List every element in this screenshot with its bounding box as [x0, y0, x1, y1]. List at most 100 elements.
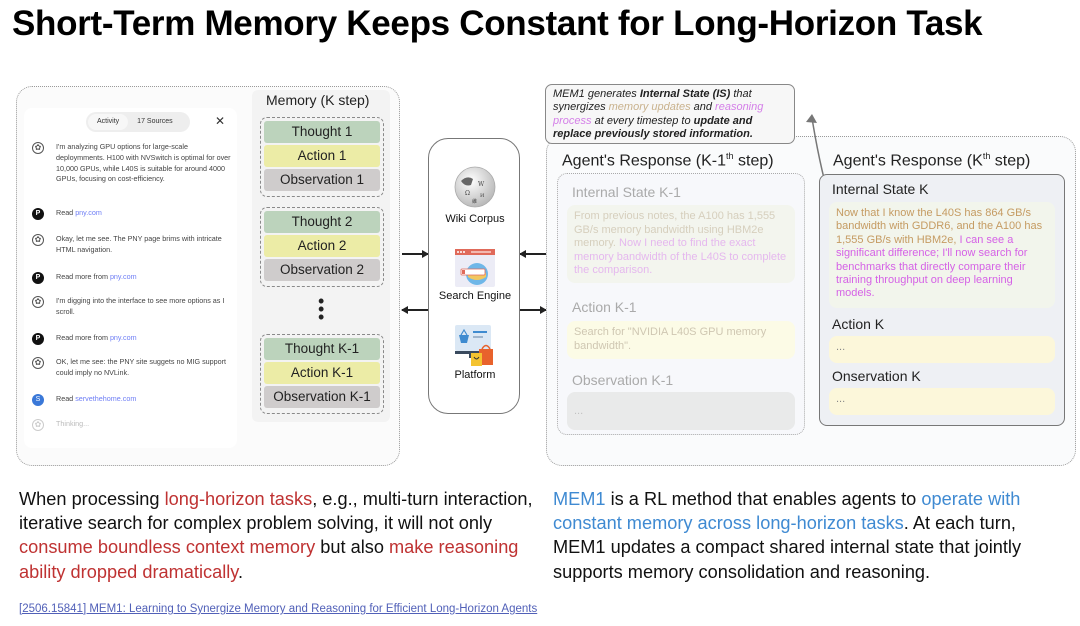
source-link[interactable]: servethehome.com — [75, 394, 137, 403]
text: , e.g., multi-turn interaction, iterativ… — [19, 489, 533, 534]
thinking-text: Thinking... — [56, 419, 90, 428]
reasoning-text: Now I need to find the exact memory band… — [574, 237, 787, 276]
chatgpt-icon: ✿ — [32, 296, 44, 308]
internal-state-k-1-label: Internal State K-1 — [572, 184, 681, 200]
observation-cell: Observation 2 — [264, 259, 380, 281]
tab-activity[interactable]: Activity — [88, 114, 129, 130]
heading-text: step) — [990, 152, 1031, 170]
chatgpt-icon: ✿ — [32, 142, 44, 154]
list-item: S Read servethehome.com — [32, 394, 232, 406]
source-link[interactable]: pny.com — [75, 208, 102, 217]
ellipsis-dots: ••• — [318, 291, 325, 327]
observation-k-label: Onservation K — [832, 368, 921, 384]
memory-text: From previous notes, the A100 has 1,555 … — [574, 210, 776, 249]
memory-title: Memory (K step) — [266, 92, 370, 108]
tool-label-search: Search Engine — [438, 290, 512, 302]
svg-text:維: 維 — [472, 198, 477, 205]
text: . — [238, 561, 244, 582]
list-item: P Read more from pny.com — [32, 272, 232, 284]
search-engine-icon — [455, 249, 495, 287]
activity-panel: Activity 17 Sources ✕ ✿ I'm analyzing GP… — [24, 108, 237, 448]
callout-reasoning-process: reasoning process — [553, 101, 764, 127]
problem-description: When processing long-horizon tasks, e.g.… — [19, 487, 539, 584]
text: When processing — [19, 489, 165, 509]
svg-text:W: W — [478, 181, 485, 188]
heading-text: Agent's Response (K — [833, 152, 983, 170]
arrow-left-from-tools — [401, 306, 428, 313]
highlight: consume boundless context memory — [19, 537, 316, 558]
list-item: ✿ Okay, let me see. The PNY page brims w… — [32, 234, 232, 256]
close-icon[interactable]: ✕ — [214, 114, 225, 128]
feed-text: Read — [56, 394, 76, 403]
observation-cell: Observation K-1 — [264, 386, 380, 408]
pny-icon: P — [32, 208, 44, 220]
thought-cell: Thought 2 — [264, 211, 380, 233]
highlight: long-horizon tasks — [164, 489, 313, 509]
thought-cell: Thought K-1 — [264, 338, 380, 360]
svg-text:Ω: Ω — [465, 190, 470, 197]
callout-text: and — [690, 101, 716, 114]
text: but also — [315, 537, 390, 558]
callout-text: that synergizes — [553, 88, 752, 114]
memory-group-2: Thought 2 Action 2 Observation 2 — [260, 207, 384, 287]
feed-text: I'm analyzing GPU options for large-scal… — [56, 142, 231, 184]
list-item: ✿ I'm digging into the interface to see … — [32, 296, 232, 318]
tool-label-wiki: Wiki Corpus — [445, 213, 505, 225]
feed-text: OK, let me see: the PNY site suggets no … — [56, 357, 227, 377]
source-link[interactable]: pny.com — [109, 333, 137, 342]
mem1-callout: MEM1 generates Internal State (IS) that … — [545, 84, 795, 144]
list-item: P Read more from pny.com — [32, 333, 232, 345]
heading-sup: th — [726, 151, 734, 161]
chatgpt-icon: ✿ — [32, 357, 44, 369]
action-cell: Action 2 — [264, 235, 380, 257]
action-k-text: ... — [829, 336, 1055, 363]
observation-k-text: ... — [829, 388, 1055, 415]
heading-k-step: Agent's Response (Kth step) — [833, 151, 1030, 170]
highlight: operate with constant memory across long… — [553, 489, 1021, 534]
tool-label-platform: Platform — [454, 369, 496, 381]
feed-text: I'm digging into the interface to see mo… — [56, 296, 225, 316]
paper-citation-link[interactable]: [2506.15841] MEM1: Learning to Synergize… — [19, 603, 538, 615]
action-cell: Action K-1 — [264, 362, 380, 384]
memory-group-1: Thought 1 Action 1 Observation 1 — [260, 117, 384, 197]
thought-cell: Thought 1 — [264, 121, 380, 143]
heading-sup: th — [982, 151, 991, 161]
memory-text: Now that I know the L40S has 864 GB/s ba… — [836, 207, 1043, 246]
text: is a RL method that enables agents to — [605, 489, 922, 509]
wikipedia-globe-icon: Ω W И 維 — [454, 166, 496, 208]
heading-text: step) — [733, 152, 774, 170]
callout-text: at every timestep to — [591, 114, 694, 127]
heading-text: Agent's Response (K-1 — [562, 152, 727, 170]
observation-cell: Observation 1 — [264, 169, 380, 191]
pny-icon: P — [32, 272, 44, 284]
observation-k-1-text: ... — [567, 392, 795, 430]
reasoning-text: I can see a significant difference; I'll… — [836, 233, 1028, 300]
activity-tabs: Activity 17 Sources — [86, 112, 190, 132]
highlight: MEM1 — [553, 489, 606, 509]
source-link[interactable]: pny.com — [109, 272, 137, 281]
slide-title: Short-Term Memory Keeps Constant for Lon… — [12, 4, 983, 43]
feed-text: Read more from — [56, 333, 110, 342]
callout-bold: update and replace previously stored inf… — [553, 114, 753, 140]
arrow-right-from-tools — [520, 306, 547, 313]
pny-icon: P — [32, 333, 44, 345]
shopping-platform-icon — [455, 325, 493, 366]
callout-text: MEM1 generates — [553, 88, 640, 100]
arrow-right-to-tools — [402, 250, 429, 257]
callout-memory-updates: memory updates — [608, 101, 691, 114]
feed-text: Read more from — [56, 272, 110, 281]
method-description: MEM1 is a RL method that enables agents … — [553, 487, 1073, 584]
arrow-left-to-tools — [519, 250, 546, 257]
callout-bold: Internal State (IS) — [639, 88, 731, 100]
list-item: ✿ Thinking... — [32, 419, 232, 431]
text: . At each turn, MEM1 updates a compact s… — [553, 513, 1022, 582]
internal-state-k-text: Now that I know the L40S has 864 GB/s ba… — [829, 202, 1055, 308]
tab-sources[interactable]: 17 Sources — [137, 118, 173, 125]
observation-k-1-label: Observation K-1 — [572, 372, 674, 388]
svg-text:И: И — [480, 193, 485, 199]
memory-group-k-1: Thought K-1 Action K-1 Observation K-1 — [260, 334, 384, 414]
list-item: ✿ I'm analyzing GPU options for large-sc… — [32, 142, 232, 185]
list-item: P Read pny.com — [32, 208, 232, 220]
action-k-1-text: Search for "NVIDIA L40S GPU memory bandw… — [567, 321, 795, 359]
feed-text: Okay, let me see. The PNY page brims wit… — [56, 234, 222, 254]
